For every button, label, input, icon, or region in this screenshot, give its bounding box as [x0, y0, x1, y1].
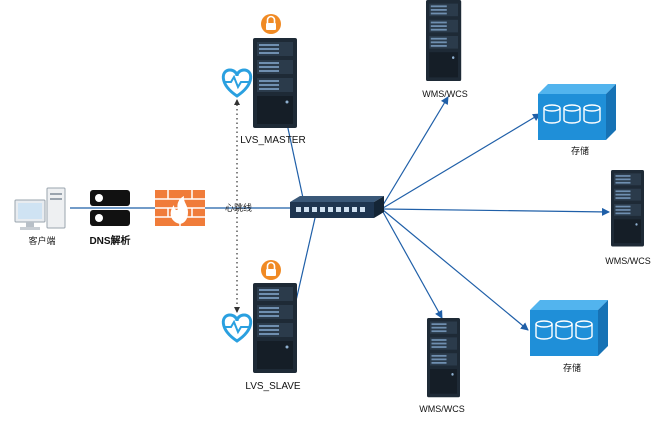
server-icon: [611, 170, 644, 247]
lock-icon: [260, 259, 282, 281]
heartbeat-icon: [221, 68, 253, 98]
server-icon: [253, 38, 297, 128]
dns-server-icon: [90, 190, 130, 226]
switch-to-wms-bottom-arrow: [382, 211, 443, 319]
dns-label: DNS解析: [89, 234, 130, 247]
switch-icon: [290, 196, 384, 218]
storage-icon: [537, 83, 617, 141]
wms-right-label: WMS/WCS: [605, 256, 651, 266]
desktop-computer-icon: [14, 187, 66, 230]
storage-icon: [529, 299, 609, 357]
heartbeat-label: 心跳线: [225, 202, 252, 213]
lvs-master-label: LVS_MASTER: [240, 135, 305, 146]
lock-icon: [260, 13, 282, 35]
switch-to-storage-bottom-arrow: [382, 209, 529, 331]
heartbeat-icon: [221, 313, 253, 343]
switch-to-storage-top-arrow: [382, 113, 541, 209]
server-icon: [253, 283, 297, 373]
switch-to-wms-top-arrow: [382, 96, 449, 206]
client-label: 客户端: [28, 235, 55, 246]
server-icon: [426, 0, 462, 81]
lvs-slave-label: LVS_SLAVE: [245, 381, 301, 392]
storage-bottom-label: 存储: [563, 362, 581, 373]
switch-to-wms-right-arrow: [382, 207, 610, 216]
wms-top-label: WMS/WCS: [422, 89, 468, 99]
wms-bottom-label: WMS/WCS: [419, 404, 465, 414]
storage-top-label: 存储: [571, 145, 589, 156]
server-icon: [427, 318, 460, 398]
firewall-icon: [155, 190, 205, 226]
